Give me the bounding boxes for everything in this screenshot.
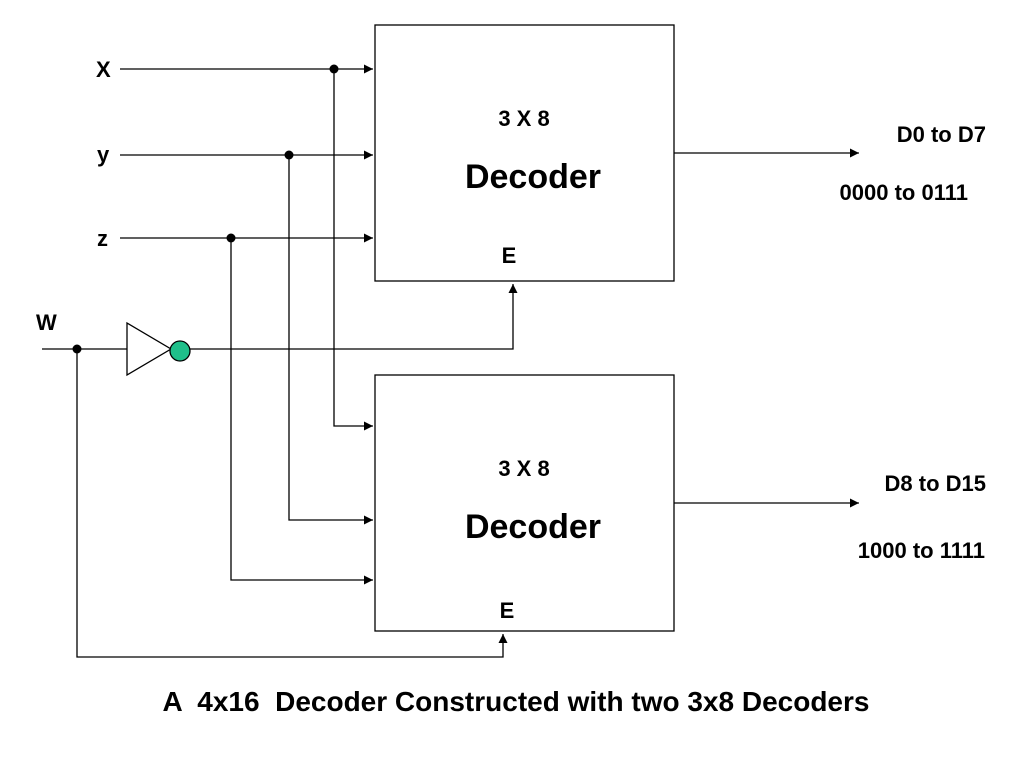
- bottom-decoder-name-label: Decoder: [465, 508, 601, 546]
- bottom-decoder-enable-label: E: [500, 598, 515, 623]
- z-input-label: z: [97, 226, 108, 251]
- diagram-caption: A 4x16 Decoder Constructed with two 3x8 …: [163, 686, 870, 717]
- top-decoder-name-label: Decoder: [465, 158, 601, 196]
- x-branch-wire: [333, 69, 373, 431]
- inverted-w-to-top-enable-wire: [190, 284, 518, 350]
- inverter-gate: [126, 321, 173, 377]
- y-branch-wire: [288, 155, 373, 525]
- top-decoder-size-label: 3 X 8: [498, 106, 549, 131]
- z-junction-dot: [226, 233, 236, 243]
- top-decoder-box: [374, 24, 675, 282]
- bottom-decoder-box: [374, 374, 675, 632]
- w-to-bottom-enable-wire: [76, 349, 508, 658]
- bottom-output-label: D8 to D15: [885, 471, 986, 496]
- top-output-label: D0 to D7: [897, 122, 986, 147]
- top-output-range: 0000 to 0111: [840, 180, 968, 205]
- w-input-label: W: [36, 310, 57, 335]
- x-input-label: X: [96, 57, 111, 82]
- bottom-output-range: 1000 to 1111: [858, 538, 985, 563]
- bottom-decoder-size-label: 3 X 8: [498, 456, 549, 481]
- y-junction-dot: [284, 150, 294, 160]
- inverter-bubble: [169, 340, 191, 362]
- x-junction-dot: [329, 64, 339, 74]
- top-decoder-enable-label: E: [502, 243, 517, 268]
- z-branch-wire: [230, 238, 373, 585]
- y-input-label: y: [97, 142, 110, 167]
